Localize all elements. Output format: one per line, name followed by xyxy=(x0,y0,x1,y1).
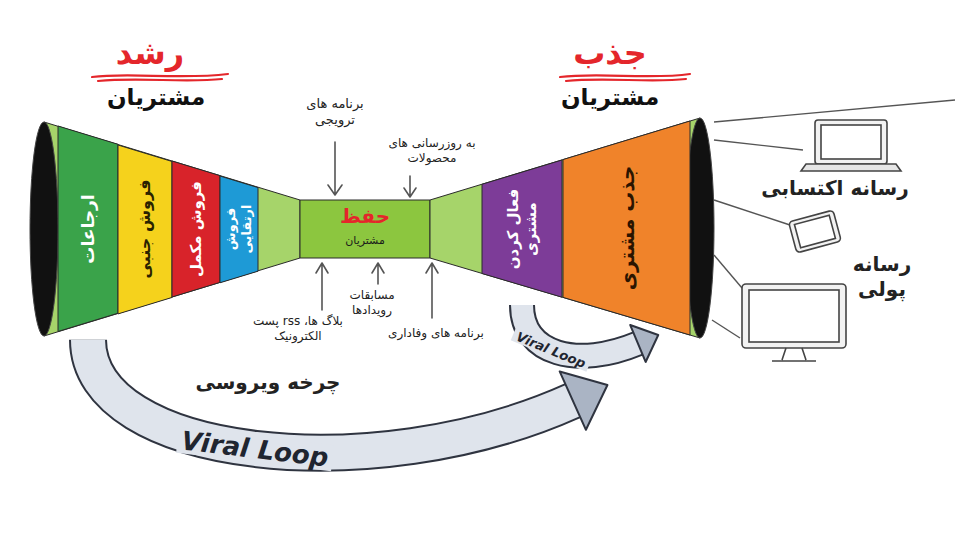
callout-label: مسابقات رویدادها xyxy=(342,288,402,318)
band-fill xyxy=(430,118,700,338)
neck-label: مشتریان xyxy=(300,234,430,247)
media-line xyxy=(714,140,803,150)
band-fill xyxy=(220,176,258,283)
funnel-band: فعال کردن مشتری xyxy=(482,160,562,297)
band-label: ارجاعات xyxy=(78,137,98,320)
media-line xyxy=(712,320,740,338)
callout-label: برنامه های وفاداری xyxy=(374,326,498,341)
band-label: جذب مشتری xyxy=(615,132,639,324)
funnel-band: جذب مشتری xyxy=(563,121,690,335)
media-line xyxy=(714,100,955,122)
callout-arrow xyxy=(426,263,438,318)
section-heading: جذب xyxy=(573,34,647,72)
funnel-mouth xyxy=(30,122,58,336)
band-label: فعال کردن مشتری xyxy=(504,171,540,286)
media-label: رسانه پولی xyxy=(832,252,932,302)
callout-label: برنامه های ترویجی xyxy=(293,96,377,129)
funnel-section: رشدمشتریانارجاعاتفروش جنبیفروش مکملفروش … xyxy=(28,118,300,340)
band-label: فروش ارتقایی xyxy=(223,187,254,272)
tablet-screen xyxy=(794,215,835,247)
media-label: رسانه اکتسابی xyxy=(760,176,910,201)
funnel-band: ارجاعات xyxy=(58,126,118,331)
band-label: فروش جنبی xyxy=(135,156,154,303)
monitor-screen xyxy=(749,290,839,342)
section-heading: رشد xyxy=(116,34,184,72)
arrow-body xyxy=(88,340,573,453)
band-fill xyxy=(482,160,562,297)
band-label: فروش مکمل xyxy=(187,172,205,286)
callout-arrow xyxy=(316,263,328,310)
tablet-icon xyxy=(789,210,842,253)
media-line xyxy=(714,200,790,225)
monitor-stand xyxy=(772,348,816,361)
callout-arrow xyxy=(328,142,342,195)
viral-loop-arrow xyxy=(88,340,607,453)
funnel-band: فروش ارتقایی xyxy=(220,176,258,283)
callout-arrow xyxy=(404,176,416,197)
band-fill xyxy=(44,122,300,336)
laptop-base xyxy=(801,164,901,171)
scribble-stroke xyxy=(566,79,686,81)
callout-label: بلاگ ها، rss پست الکترونیک xyxy=(253,314,343,344)
arrow-head xyxy=(560,371,608,429)
arrow-outline xyxy=(88,340,573,453)
neck-label: حفظ xyxy=(300,204,430,228)
callout-arrow xyxy=(372,263,384,284)
band-fill xyxy=(118,145,172,314)
scribble-stroke xyxy=(560,74,690,77)
section-heading: مشتریان xyxy=(561,84,659,112)
neck-band: حفظ مشتریان xyxy=(300,200,430,258)
laptop-icon xyxy=(801,120,901,171)
band-fill xyxy=(563,121,690,335)
tablet-body xyxy=(789,210,842,253)
monitor-frame xyxy=(742,284,846,348)
red-scribble xyxy=(92,74,690,81)
arrow-head xyxy=(630,325,658,362)
loop-caption: چرخه ویروسی xyxy=(193,370,343,395)
media-line xyxy=(714,255,742,288)
band-fill xyxy=(300,200,430,258)
laptop-display xyxy=(821,125,881,159)
band-fill xyxy=(172,161,220,297)
scribble-stroke xyxy=(98,79,222,81)
funnel-band: فروش جنبی xyxy=(118,145,172,314)
laptop-screen xyxy=(815,120,887,164)
scribble-stroke xyxy=(92,74,228,77)
band-fill xyxy=(58,126,118,331)
callout-label: به روزرسانی های محصولات xyxy=(373,136,491,166)
funnel-band: فروش مکمل xyxy=(172,161,220,297)
section-heading: مشتریان xyxy=(107,84,205,112)
monitor-icon xyxy=(742,284,846,361)
